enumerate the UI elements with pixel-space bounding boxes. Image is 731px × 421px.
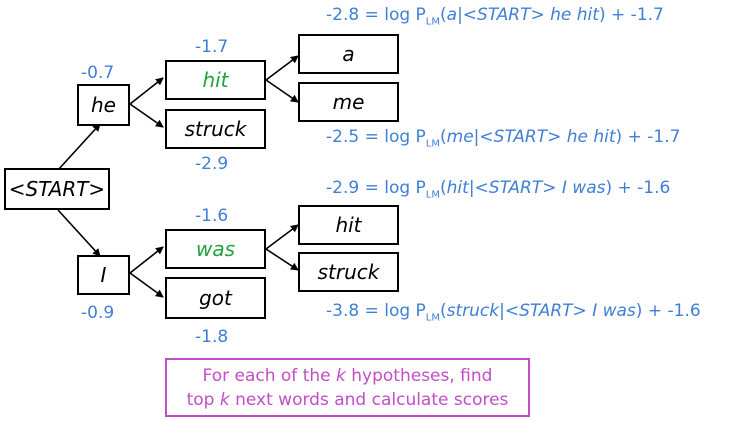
formula-me: -2.5 = log PLM(me|<START> he hit) + -1.7 — [326, 127, 681, 150]
caption-box: For each of the k hypotheses, find top k… — [165, 358, 530, 417]
edge-was-struck — [265, 248, 299, 271]
caption-line-1: For each of the k hypotheses, find — [202, 366, 493, 386]
node-start: <START> — [4, 168, 110, 210]
node-was: was — [165, 229, 266, 269]
edge-start-he — [57, 123, 101, 171]
score-was: -1.6 — [195, 206, 229, 226]
node-got: got — [165, 277, 266, 319]
edge-start-I — [57, 209, 101, 257]
score-got: -1.8 — [195, 327, 229, 347]
score-I: -0.9 — [81, 303, 115, 323]
node-a: a — [298, 34, 399, 74]
node-struck-top: struck — [165, 109, 266, 149]
edge-I-was — [129, 246, 164, 274]
node-he: he — [77, 84, 130, 126]
formula-struck: -3.8 = log PLM(struck|<START> I was) + -… — [326, 301, 701, 324]
formula-hit: -2.9 = log PLM(hit|<START> I was) + -1.6 — [326, 178, 671, 201]
edge-I-got — [129, 272, 164, 298]
edge-was-hit — [265, 224, 299, 250]
node-struck-bottom: struck — [298, 252, 399, 292]
node-hit: hit — [165, 60, 266, 100]
edge-he-struck — [129, 103, 164, 128]
node-hit-bottom: hit — [298, 205, 399, 245]
score-he: -0.7 — [81, 63, 115, 83]
node-I: I — [77, 255, 130, 295]
edge-hit-me — [265, 79, 299, 103]
score-hit: -1.7 — [195, 37, 229, 57]
node-me: me — [298, 82, 399, 122]
formula-a: -2.8 = log PLM(a|<START> he hit) + -1.7 — [326, 5, 664, 28]
edge-he-hit — [129, 77, 164, 105]
caption-line-2: top k next words and calculate scores — [186, 390, 509, 410]
edge-hit-a — [265, 55, 299, 81]
score-struck-top: -2.9 — [195, 154, 229, 174]
